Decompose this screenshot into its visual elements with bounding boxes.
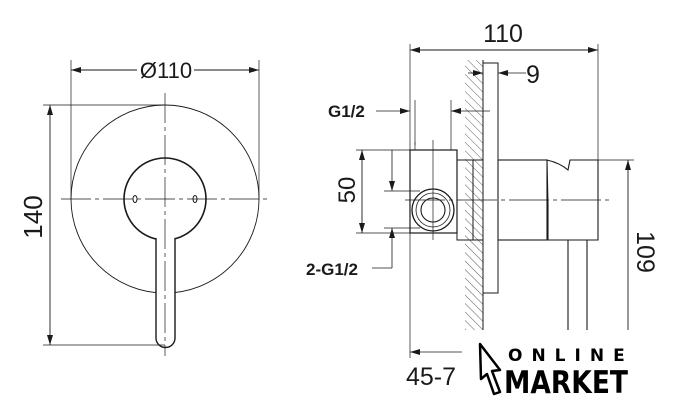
plate-label: 9 [526,61,540,89]
depth-label: 110 [483,20,523,48]
height-label: 140 [18,195,48,238]
handle-height-label: 109 [631,231,659,273]
front-view [43,60,270,356]
side-view [356,44,634,358]
inlet-label: G1/2 [328,102,365,121]
logo-line1: ONLINE [508,346,634,366]
wall-range-label: 45-7 [406,363,456,391]
diameter-label: Ø110 [140,58,192,83]
online-market-logo: ONLINE MARKET [474,336,634,401]
wall-hatch [465,60,483,330]
body-height-label: 50 [334,177,361,204]
lever [155,238,176,349]
logo-line2: MARKET [504,365,628,401]
cover-plate-side [482,62,499,294]
outlet-label: 2-G1/2 [306,260,358,279]
cursor-icon [478,342,502,396]
valve-body [409,149,458,234]
